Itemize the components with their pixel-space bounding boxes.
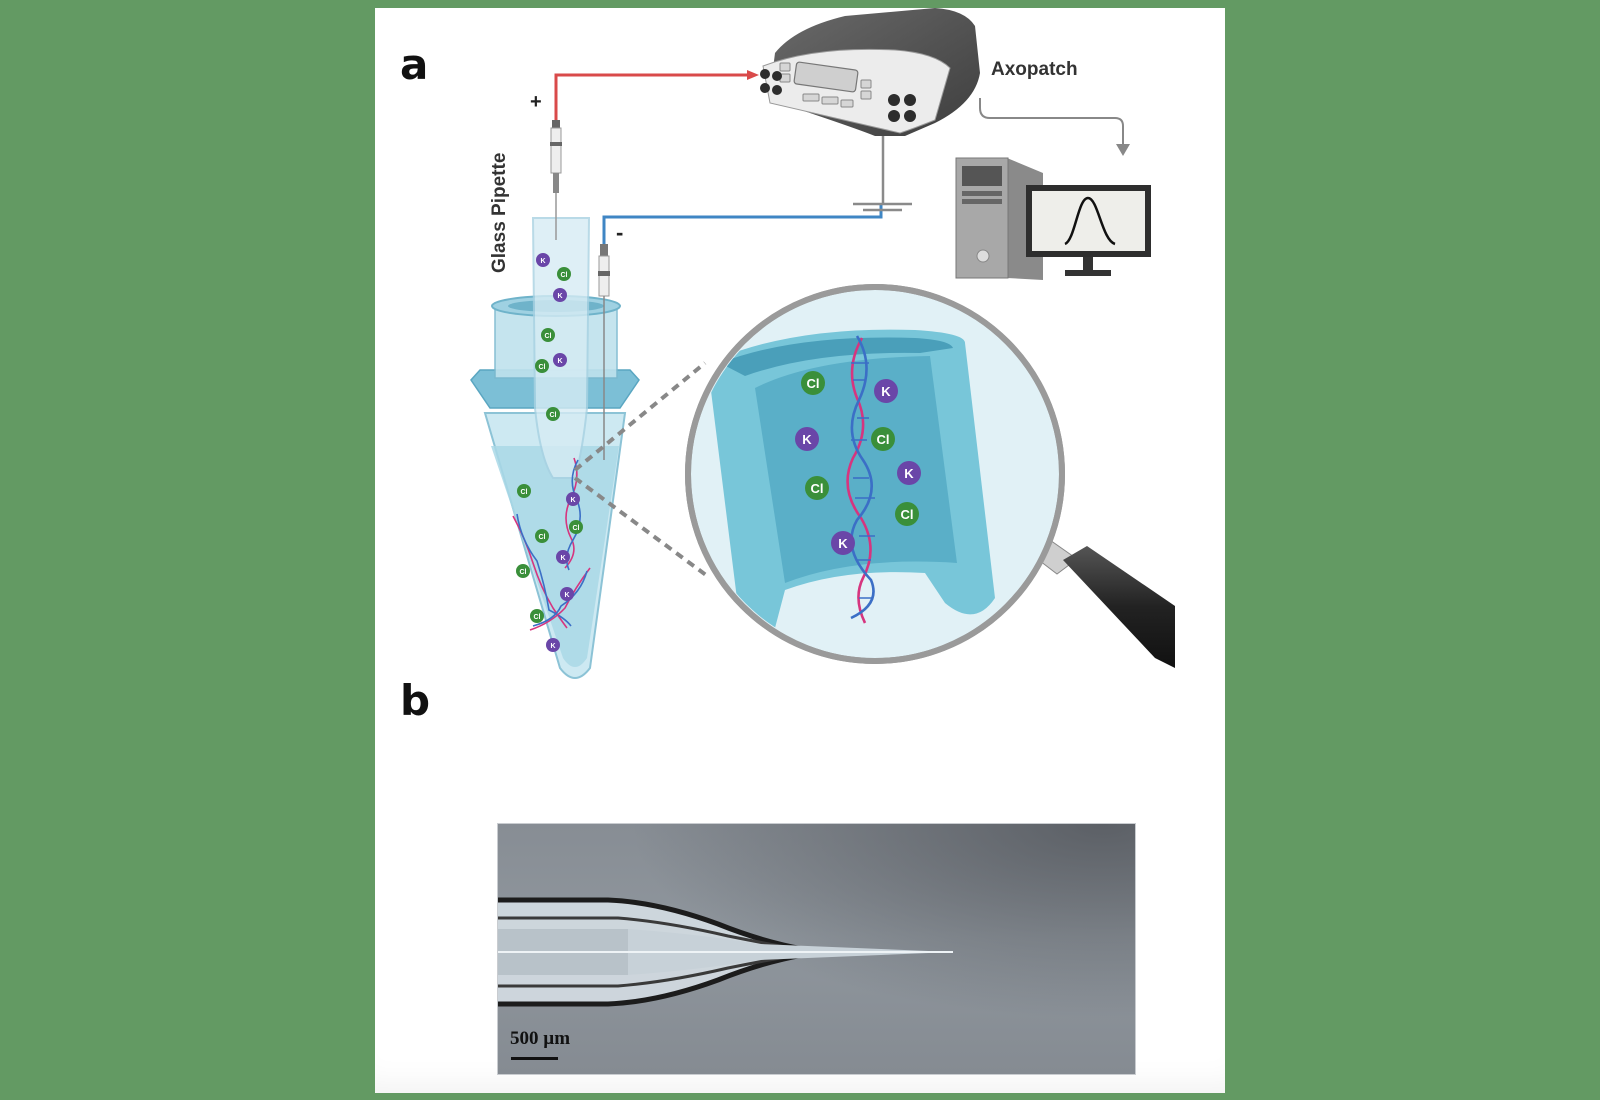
dna-in-nanopore bbox=[846, 335, 875, 624]
chloride-ion: Cl bbox=[895, 502, 919, 526]
svg-text:K: K bbox=[557, 293, 562, 300]
potassium-ion: K bbox=[556, 550, 570, 564]
svg-text:Cl: Cl bbox=[550, 412, 557, 419]
tube-solution bbox=[491, 446, 619, 667]
chloride-ion: Cl bbox=[871, 427, 895, 451]
data-flow-arrow bbox=[979, 98, 1124, 148]
svg-text:Cl: Cl bbox=[807, 376, 820, 391]
chloride-ion: Cl bbox=[541, 328, 555, 342]
nanopore-setup-diagram: + - Axopatch bbox=[470, 8, 1175, 679]
svg-text:Cl: Cl bbox=[573, 525, 580, 532]
chloride-ion: Cl bbox=[805, 476, 829, 500]
negative-label: - bbox=[616, 220, 623, 245]
svg-text:K: K bbox=[557, 358, 562, 365]
svg-text:Cl: Cl bbox=[561, 272, 568, 279]
potassium-ion: K bbox=[874, 379, 898, 403]
svg-text:Cl: Cl bbox=[520, 569, 527, 576]
svg-text:K: K bbox=[540, 258, 545, 265]
potassium-ion: K bbox=[795, 427, 819, 451]
nanopore-cylinder bbox=[703, 329, 995, 635]
svg-text:Cl: Cl bbox=[539, 364, 546, 371]
glass-pipette-label: Glass Pipette bbox=[489, 153, 510, 273]
negative-electrode bbox=[598, 244, 610, 460]
axopatch-label: Axopatch bbox=[991, 59, 1078, 80]
chloride-ion: Cl bbox=[546, 407, 560, 421]
svg-text:K: K bbox=[802, 432, 812, 447]
potassium-ion: K bbox=[553, 353, 567, 367]
pipette-micrograph: 500 µm bbox=[497, 823, 1136, 1075]
pipette-walls bbox=[498, 897, 953, 1007]
positive-label: + bbox=[530, 91, 542, 113]
zoom-callout-lines bbox=[573, 361, 712, 580]
svg-text:K: K bbox=[560, 555, 565, 562]
svg-text:Cl: Cl bbox=[545, 333, 552, 340]
potassium-ion: K bbox=[831, 531, 855, 555]
amplifier-display bbox=[793, 61, 859, 93]
axopatch-amplifier-icon bbox=[760, 8, 980, 136]
tube-ions: K Cl K Cl K Cl Cl Cl K Cl Cl K Cl K Cl K bbox=[516, 253, 583, 652]
nanopore-ions: Cl K K Cl Cl K Cl K bbox=[795, 371, 921, 555]
chloride-ion: Cl bbox=[557, 267, 571, 281]
svg-text:Cl: Cl bbox=[539, 534, 546, 541]
chloride-ion: Cl bbox=[516, 564, 530, 578]
svg-text:K: K bbox=[564, 592, 569, 599]
potassium-ion: K bbox=[553, 288, 567, 302]
chloride-ion: Cl bbox=[535, 359, 549, 373]
potassium-ion: K bbox=[536, 253, 550, 267]
potassium-ion: K bbox=[546, 638, 560, 652]
chloride-ion: Cl bbox=[535, 529, 549, 543]
svg-text:Cl: Cl bbox=[534, 614, 541, 621]
chloride-ion: Cl bbox=[530, 609, 544, 623]
potassium-ion: K bbox=[897, 461, 921, 485]
svg-text:K: K bbox=[570, 497, 575, 504]
svg-text:Cl: Cl bbox=[521, 489, 528, 496]
positive-wire bbox=[554, 70, 759, 122]
panel-b-letter: b bbox=[400, 676, 431, 725]
scale-bar bbox=[511, 1057, 558, 1060]
chloride-ion: Cl bbox=[517, 484, 531, 498]
positive-connector bbox=[747, 70, 759, 80]
magnifier-handle bbox=[1026, 537, 1175, 668]
svg-text:K: K bbox=[550, 643, 555, 650]
panel-a-letter: a bbox=[400, 40, 429, 89]
potassium-ion: K bbox=[566, 492, 580, 506]
signal-peak-curve bbox=[1064, 196, 1116, 246]
svg-text:Cl: Cl bbox=[901, 507, 914, 522]
potassium-ion: K bbox=[560, 587, 574, 601]
ground-symbol bbox=[853, 136, 912, 212]
computer-icon bbox=[955, 157, 1151, 280]
scale-bar-label: 500 µm bbox=[510, 1028, 571, 1049]
svg-text:K: K bbox=[904, 466, 914, 481]
data-flow-arrowhead bbox=[1116, 144, 1130, 156]
chloride-ion: Cl bbox=[801, 371, 825, 395]
svg-text:K: K bbox=[838, 536, 848, 551]
magnifier-lens: Cl K K Cl Cl K Cl K bbox=[685, 284, 1065, 664]
positive-electrode bbox=[550, 120, 562, 240]
figure-canvas: a b bbox=[375, 8, 1225, 1093]
svg-text:Cl: Cl bbox=[877, 432, 890, 447]
positive-wire-line bbox=[554, 73, 755, 122]
chloride-ion: Cl bbox=[569, 520, 583, 534]
pipette-tip-image bbox=[498, 897, 953, 1007]
svg-text:K: K bbox=[881, 384, 891, 399]
negative-wire-line bbox=[602, 203, 883, 244]
negative-wire bbox=[602, 203, 883, 244]
svg-text:Cl: Cl bbox=[811, 481, 824, 496]
nanopore-channel bbox=[755, 356, 957, 583]
